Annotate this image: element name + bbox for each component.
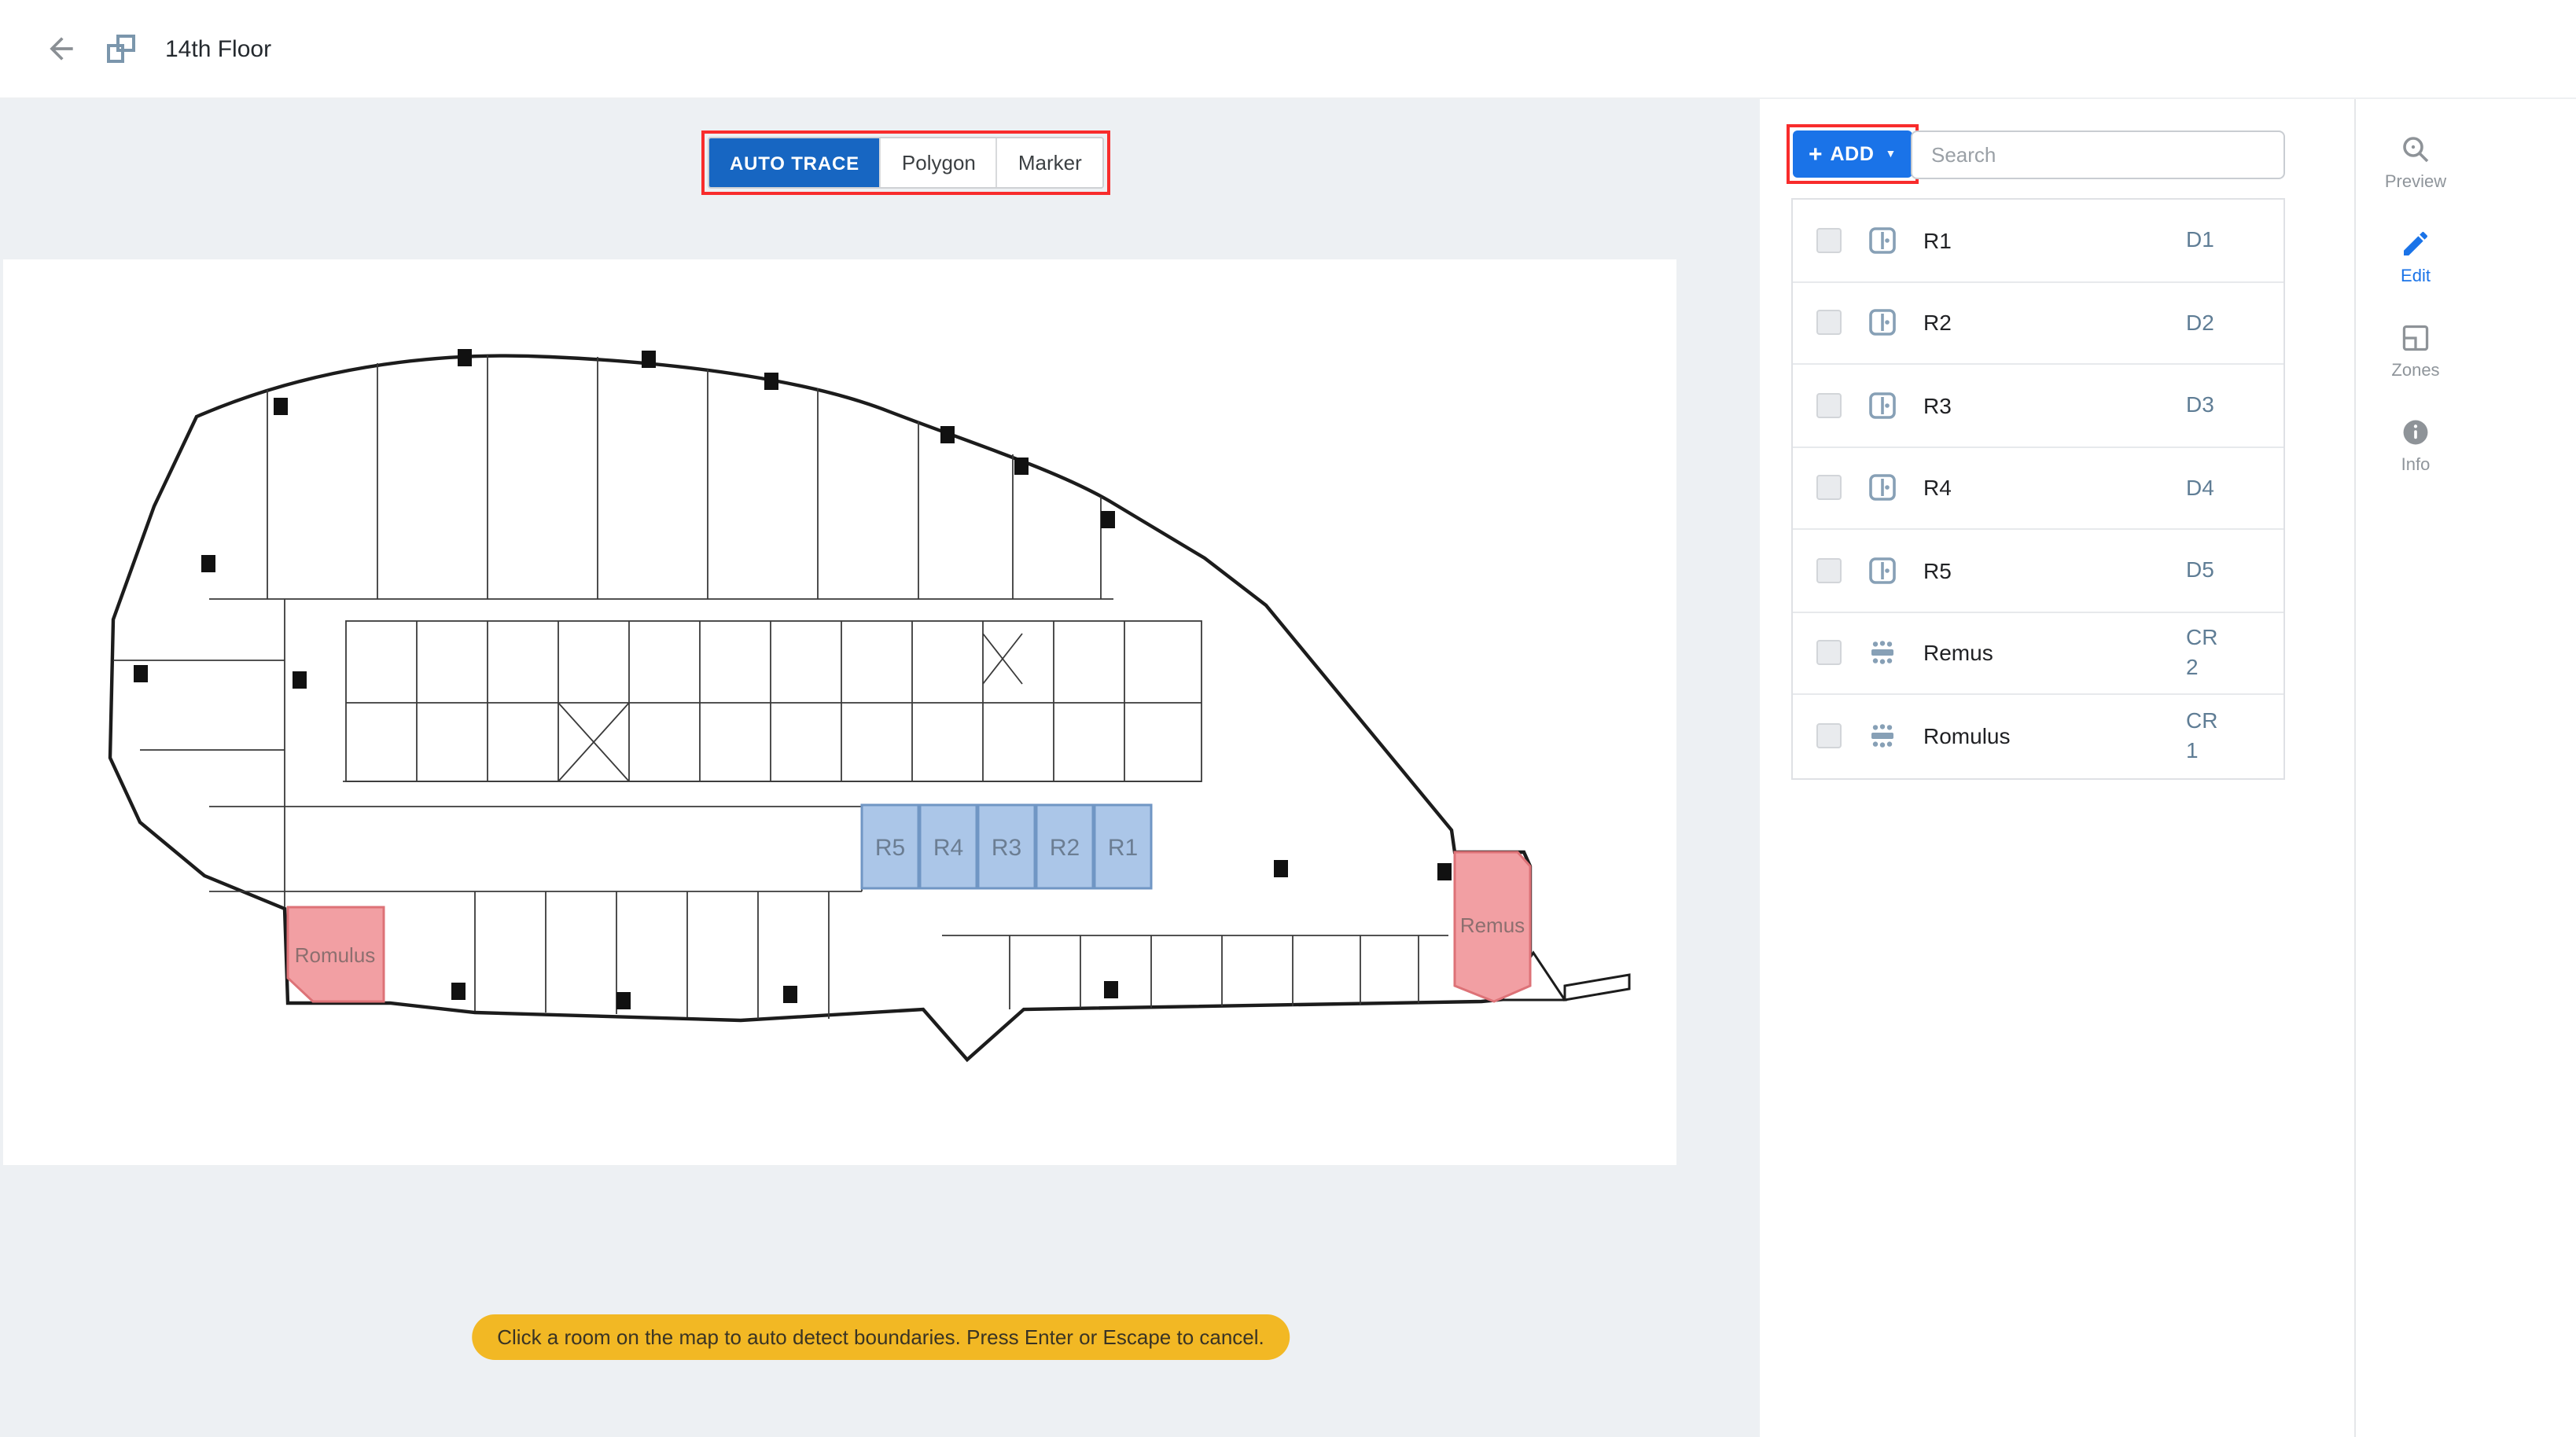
room-row-romulus[interactable]: Romulus CR 1 <box>1793 695 2283 777</box>
room-r5[interactable] <box>860 803 920 890</box>
room-r2[interactable] <box>1035 803 1095 890</box>
room-name: R1 <box>1923 227 1952 253</box>
plus-icon: + <box>1809 141 1823 167</box>
room-r1[interactable] <box>1093 803 1153 890</box>
magnifier-icon <box>2398 132 2433 167</box>
room-code: CR 2 <box>2186 624 2218 680</box>
rooms-panel: + ADD ▼ R1 D1 <box>1760 99 2354 1437</box>
tab-auto-trace[interactable]: AUTO TRACE <box>709 138 880 187</box>
room-checkbox[interactable] <box>1816 557 1842 583</box>
room-romulus[interactable] <box>286 906 385 1003</box>
annotation-box-tabs: AUTO TRACE Polygon Marker <box>701 130 1110 195</box>
search-input[interactable] <box>1911 130 2285 179</box>
room-row-r3[interactable]: R3 D3 <box>1793 365 2283 447</box>
room-code: D4 <box>2186 474 2214 500</box>
instruction-toast: Click a room on the map to auto detect b… <box>472 1314 1290 1360</box>
room-checkbox[interactable] <box>1816 227 1842 253</box>
room-code: D5 <box>2186 557 2214 583</box>
interior-walls <box>113 355 1448 1019</box>
header: 14th Floor <box>0 0 2576 99</box>
content: AUTO TRACE Polygon Marker <box>0 99 2576 1437</box>
room-row-r1[interactable]: R1 D1 <box>1793 200 2283 282</box>
rail-item-zones[interactable]: Zones <box>2356 321 2475 380</box>
rail-item-info[interactable]: Info <box>2356 415 2475 475</box>
room-name: R4 <box>1923 475 1952 501</box>
room-checkbox[interactable] <box>1816 392 1842 418</box>
room-code: D1 <box>2186 226 2214 252</box>
highlighted-rooms: R5 R4 R3 R2 R1 Romulus Remus <box>286 803 1532 1003</box>
room-name: R5 <box>1923 557 1952 583</box>
conference-room-icon <box>1867 638 1898 669</box>
room-r4[interactable] <box>918 803 978 890</box>
room-row-r4[interactable]: R4 D4 <box>1793 447 2283 530</box>
room-remus[interactable] <box>1453 851 1532 1003</box>
tab-polygon[interactable]: Polygon <box>879 138 996 187</box>
room-name: R3 <box>1923 392 1952 418</box>
room-checkbox[interactable] <box>1816 310 1842 336</box>
rail-label: Info <box>2401 456 2431 475</box>
arrow-back-icon <box>50 37 73 61</box>
room-checkbox[interactable] <box>1816 640 1842 666</box>
room-label-romulus: Romulus <box>295 943 376 967</box>
door-icon <box>1867 555 1898 586</box>
room-label-r2: R2 <box>1050 835 1080 861</box>
room-checkbox[interactable] <box>1816 723 1842 749</box>
info-icon <box>2398 415 2433 450</box>
door-icon <box>1867 390 1898 421</box>
floorplan-icon <box>105 33 137 64</box>
room-name: R2 <box>1923 310 1952 336</box>
annotation-box-add: + ADD ▼ <box>1787 124 1919 184</box>
room-label-r3: R3 <box>992 835 1021 861</box>
room-label-r5: R5 <box>875 835 905 861</box>
room-code: D3 <box>2186 391 2214 417</box>
floor-plan-svg[interactable]: R5 R4 R3 R2 R1 Romulus Remus <box>3 259 1676 1165</box>
add-button-label: ADD <box>1830 143 1875 165</box>
door-icon <box>1867 225 1898 256</box>
pencil-icon <box>2398 226 2433 261</box>
map-area: AUTO TRACE Polygon Marker <box>0 99 1760 1437</box>
room-name: Romulus <box>1923 723 2011 749</box>
room-code: D2 <box>2186 309 2214 335</box>
rail-label: Zones <box>2391 362 2440 380</box>
map-canvas[interactable]: R5 R4 R3 R2 R1 Romulus Remus <box>3 259 1676 1165</box>
room-name: Remus <box>1923 640 1993 666</box>
door-icon <box>1867 472 1898 504</box>
room-code: CR 1 <box>2186 707 2218 763</box>
add-button[interactable]: + ADD ▼ <box>1793 130 1912 178</box>
rail-label: Preview <box>2384 173 2447 192</box>
room-label-remus: Remus <box>1460 913 1525 937</box>
draw-mode-tabbar: AUTO TRACE Polygon Marker <box>708 137 1104 189</box>
room-row-remus[interactable]: Remus CR 2 <box>1793 612 2283 695</box>
room-row-r2[interactable]: R2 D2 <box>1793 282 2283 365</box>
zones-icon <box>2398 321 2433 355</box>
page-title: 14th Floor <box>165 35 272 62</box>
rail-item-preview[interactable]: Preview <box>2356 132 2475 192</box>
door-icon <box>1867 307 1898 339</box>
conference-room-icon <box>1867 721 1898 752</box>
back-button[interactable] <box>41 28 82 69</box>
caret-down-icon: ▼ <box>1885 149 1897 160</box>
room-list: R1 D1 R2 D2 R3 D3 <box>1791 198 2285 779</box>
room-label-r1: R1 <box>1108 835 1138 861</box>
tab-marker[interactable]: Marker <box>995 138 1102 187</box>
rail-item-edit[interactable]: Edit <box>2356 226 2475 286</box>
room-label-r4: R4 <box>933 835 963 861</box>
columns <box>134 349 1452 1009</box>
room-r3[interactable] <box>977 803 1036 890</box>
room-checkbox[interactable] <box>1816 475 1842 501</box>
room-row-r5[interactable]: R5 D5 <box>1793 530 2283 612</box>
rail-label: Edit <box>2401 267 2431 286</box>
side-toolbar: Preview Edit Zones <box>2354 99 2576 1437</box>
